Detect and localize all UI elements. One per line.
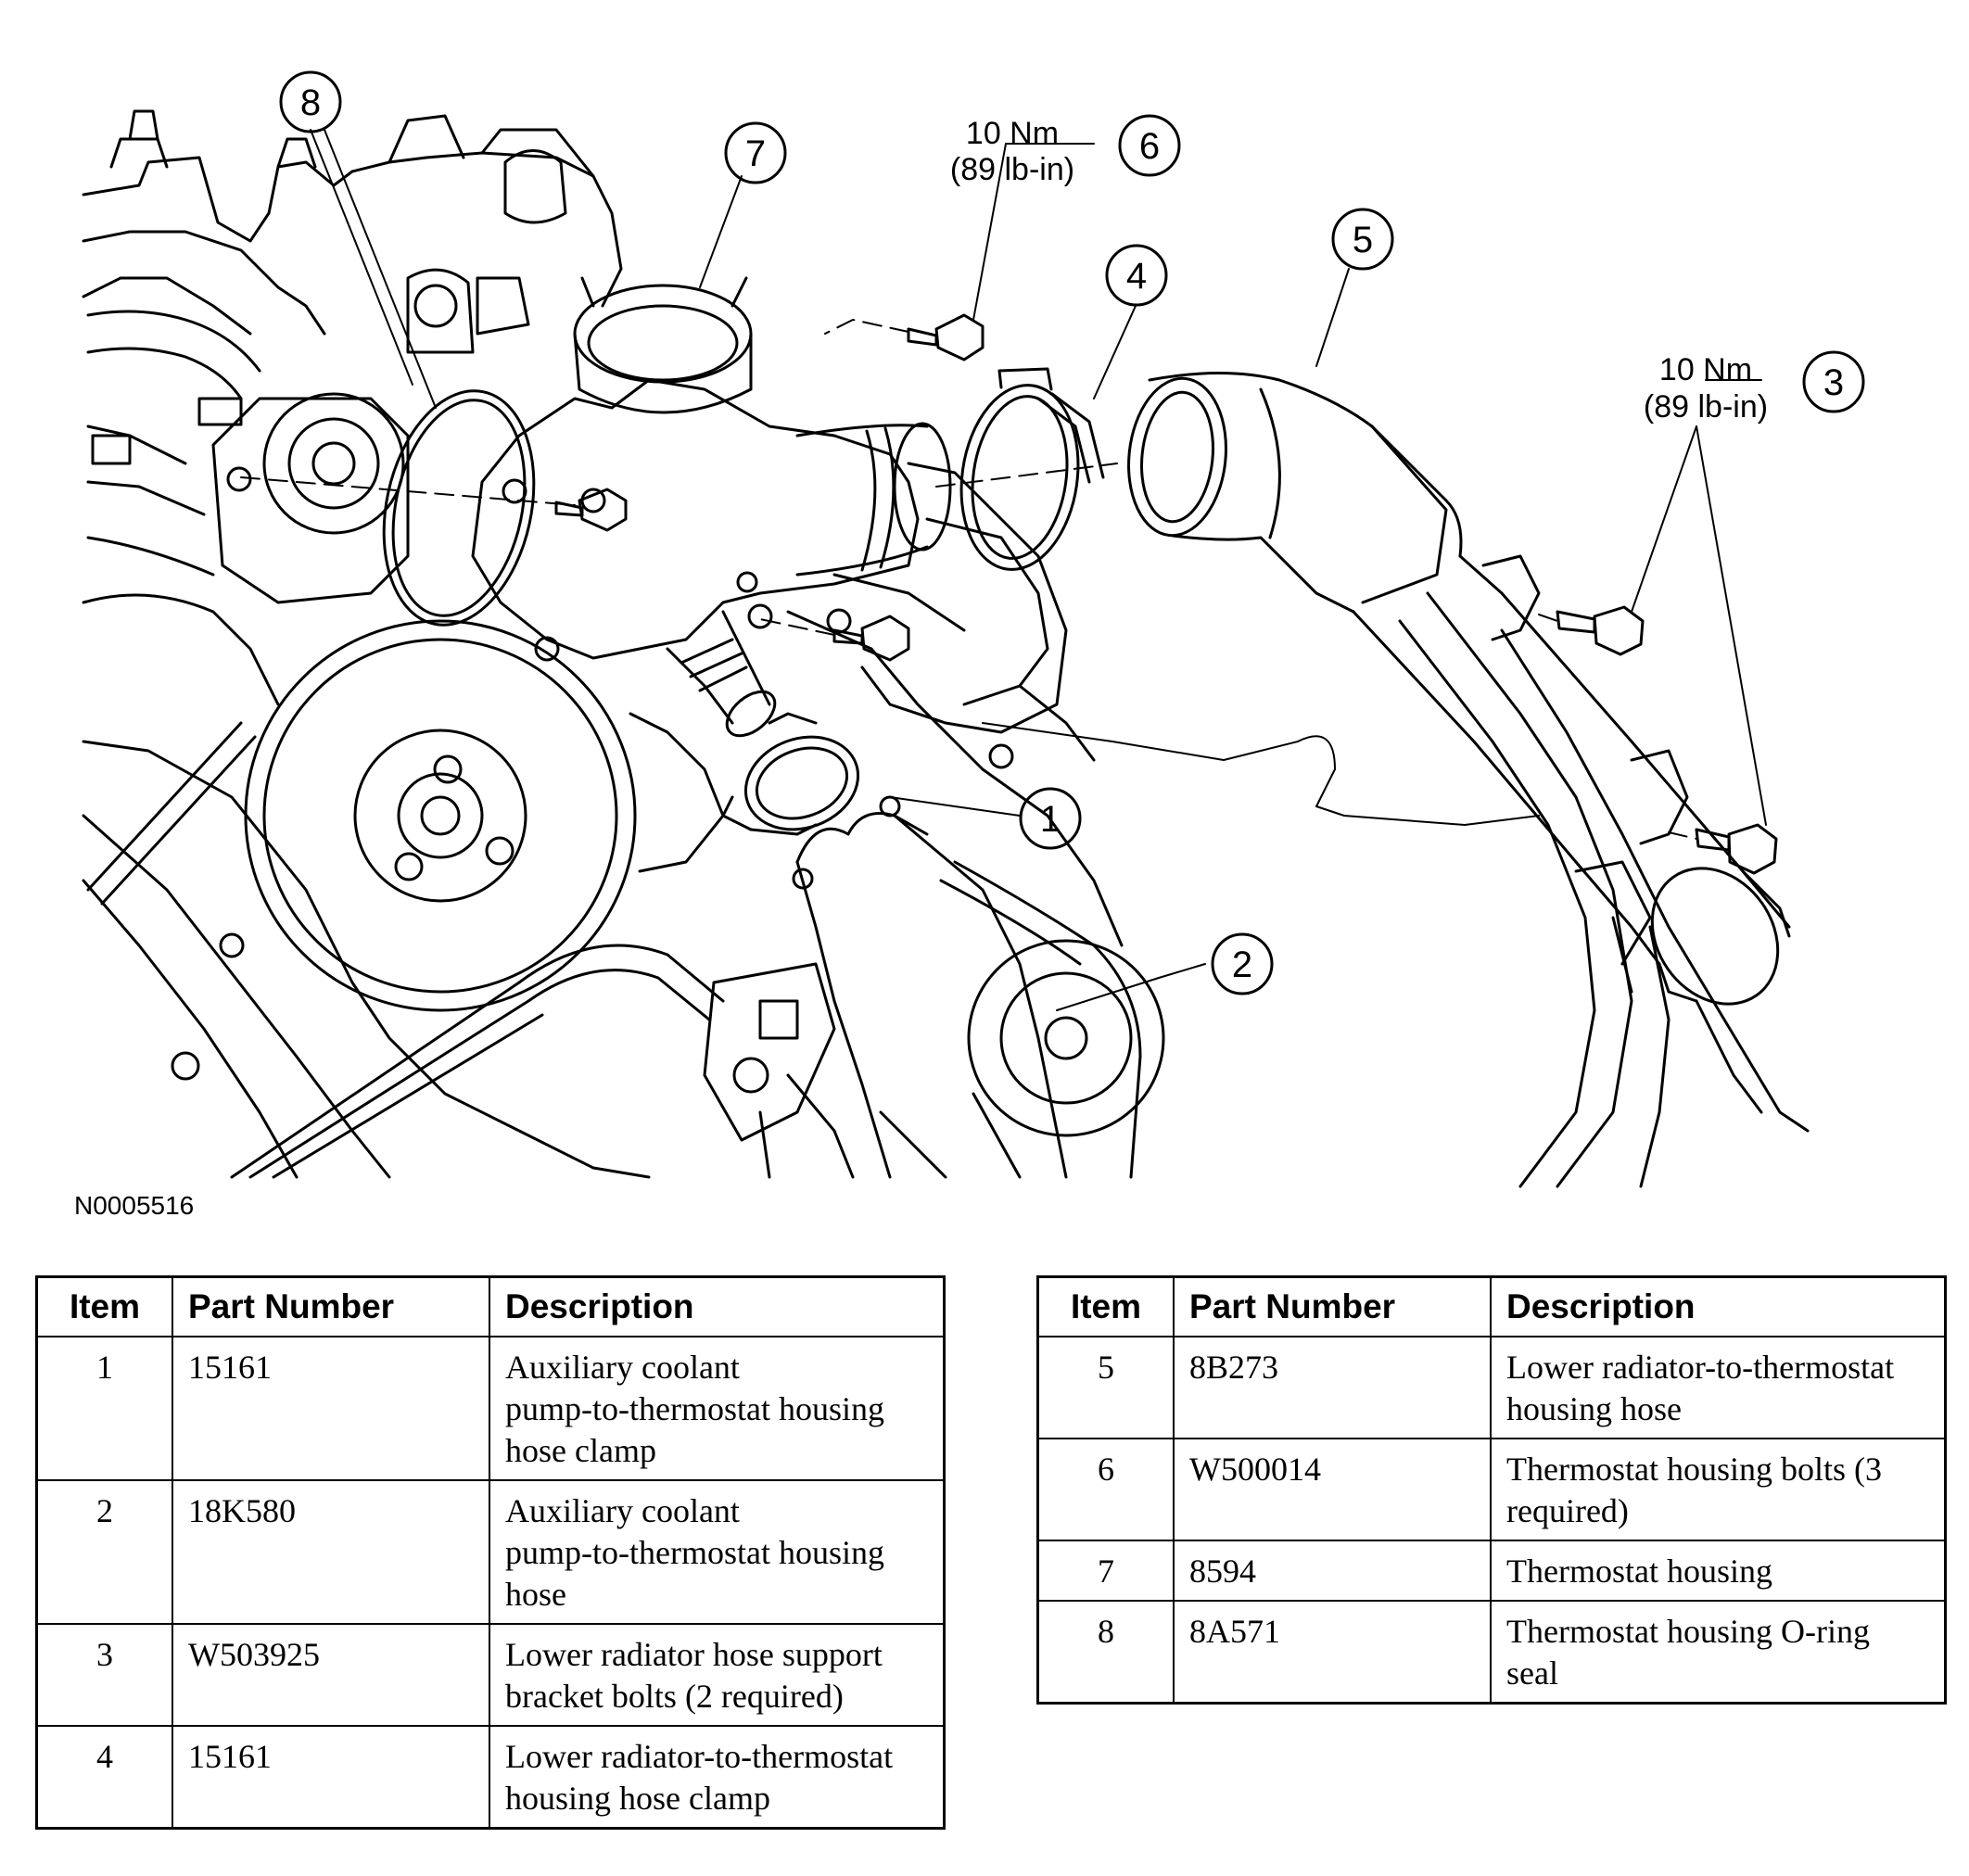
aux-hose-clamp: [721, 712, 860, 836]
thermostat-housing-bolts: [240, 313, 984, 662]
figure-id: N0005516: [74, 1191, 195, 1220]
cell-part-number: W500014: [1173, 1438, 1492, 1541]
desc-line: bracket bolts (2 required): [505, 1678, 844, 1715]
cell-item: 5: [1036, 1336, 1175, 1439]
cell-item: 1: [35, 1336, 173, 1481]
table-row: 1 15161 Auxiliary coolant pump-to-thermos…: [35, 1336, 946, 1481]
cell-part-number: 15161: [171, 1336, 490, 1481]
cell-description: Thermostat housing: [1490, 1540, 1947, 1602]
desc-line: pump-to-thermostat housing: [505, 1534, 884, 1571]
callout-5: 5: [1353, 220, 1373, 260]
o-ring-seal: [382, 389, 536, 627]
table-row: 6 W500014 Thermostat housing bolts (3 req…: [1036, 1438, 1947, 1541]
cell-item: 3: [35, 1623, 173, 1727]
desc-line: hose clamp: [505, 1432, 656, 1469]
header-part-number: Part Number: [171, 1275, 490, 1337]
support-bracket-bolts: [1538, 605, 1778, 875]
cell-description: Lower radiator-to-thermostat housing hose…: [489, 1725, 946, 1830]
cell-item: 8: [1036, 1600, 1175, 1705]
desc-line: Thermostat housing bolts (3: [1506, 1451, 1882, 1488]
cell-item: 6: [1036, 1438, 1175, 1541]
torque-3-line2: (89 lb-in): [1644, 389, 1768, 425]
cell-part-number: 18K580: [171, 1479, 490, 1625]
cell-description: Thermostat housing bolts (3 required): [1490, 1438, 1947, 1541]
aux-coolant-hose: [795, 812, 1068, 1179]
desc-line: housing hose clamp: [505, 1780, 770, 1817]
cell-description: Auxiliary coolant pump-to-thermostat hous…: [489, 1479, 946, 1625]
desc-line: hose: [505, 1576, 566, 1613]
cell-part-number: 15161: [171, 1725, 490, 1830]
parts-table-right: Item Part Number Description 5 8B273 Low…: [1036, 1275, 1947, 1705]
cell-description: Lower radiator hose support bracket bolts…: [489, 1623, 946, 1727]
table-header-row: Item Part Number Description: [35, 1275, 946, 1337]
desc-line: pump-to-thermostat housing: [505, 1390, 884, 1427]
callout-7: 7: [745, 133, 766, 174]
table-row: 5 8B273 Lower radiator-to-thermostat hous…: [1036, 1336, 1947, 1439]
table-row: 4 15161 Lower radiator-to-thermostat hous…: [35, 1725, 946, 1830]
lower-radiator-hose: [982, 372, 1810, 1188]
desc-line: Auxiliary coolant: [505, 1492, 740, 1529]
engine-diagram: 8 7 6 4 5 3 1 2 10 Nm (89 lb-in) 10 Nm (…: [82, 70, 1865, 1188]
cell-description: Thermostat housing O-ring seal: [1490, 1600, 1947, 1705]
engine-block-drawing: [82, 109, 1165, 1179]
cell-part-number: W503925: [171, 1623, 490, 1727]
table-row: 3 W503925 Lower radiator hose support bra…: [35, 1623, 946, 1727]
callout-6: 6: [1139, 126, 1160, 167]
callout-8: 8: [300, 82, 321, 123]
header-item: Item: [1036, 1275, 1175, 1337]
cell-description: Auxiliary coolant pump-to-thermostat hous…: [489, 1336, 946, 1481]
desc-line: seal: [1506, 1654, 1558, 1692]
desc-line: required): [1506, 1492, 1629, 1529]
cell-item: 4: [35, 1725, 173, 1830]
cell-item: 7: [1036, 1540, 1175, 1602]
cell-part-number: 8A571: [1173, 1600, 1492, 1705]
table-row: 8 8A571 Thermostat housing O-ring seal: [1036, 1600, 1947, 1705]
callout-1: 1: [1040, 799, 1061, 840]
cell-item: 2: [35, 1479, 173, 1625]
callout-circles: [279, 70, 1865, 995]
header-part-number: Part Number: [1173, 1275, 1492, 1337]
cell-part-number: 8594: [1173, 1540, 1492, 1602]
desc-line: Lower radiator hose support: [505, 1636, 883, 1673]
cell-description: Lower radiator-to-thermostat housing hose: [1490, 1336, 1947, 1439]
callout-2: 2: [1232, 944, 1252, 985]
table-row: 2 18K580 Auxiliary coolant pump-to-thermo…: [35, 1479, 946, 1625]
cell-part-number: 8B273: [1173, 1336, 1492, 1439]
torque-6-line1: 10 Nm: [966, 116, 1059, 151]
header-item: Item: [35, 1275, 173, 1337]
callout-4: 4: [1126, 256, 1147, 297]
desc-line: Lower radiator-to-thermostat: [1506, 1349, 1895, 1386]
header-description: Description: [489, 1275, 946, 1337]
desc-line: Thermostat housing: [1506, 1553, 1772, 1590]
desc-line: Auxiliary coolant: [505, 1349, 740, 1386]
thermostat-housing: [471, 276, 1068, 738]
thermostat-housing-exploded-view: 8 7 6 4 5 3 1 2 10 Nm (89 lb-in) 10 Nm (…: [82, 70, 1865, 1188]
desc-line: Thermostat housing O-ring: [1506, 1613, 1870, 1650]
callout-leader-lines: [310, 129, 1767, 1011]
callout-3: 3: [1823, 362, 1844, 403]
upper-hose-clamp: [935, 367, 1118, 571]
desc-line: Lower radiator-to-thermostat: [505, 1738, 894, 1775]
torque-6-line2: (89 lb-in): [950, 152, 1074, 187]
parts-table-left: Item Part Number Description 1 15161 Aux…: [35, 1275, 946, 1830]
table-row: 7 8594 Thermostat housing: [1036, 1540, 1947, 1602]
table-header-row: Item Part Number Description: [1036, 1275, 1947, 1337]
desc-line: housing hose: [1506, 1390, 1682, 1427]
header-description: Description: [1490, 1275, 1947, 1337]
torque-3-line1: 10 Nm: [1659, 352, 1752, 387]
